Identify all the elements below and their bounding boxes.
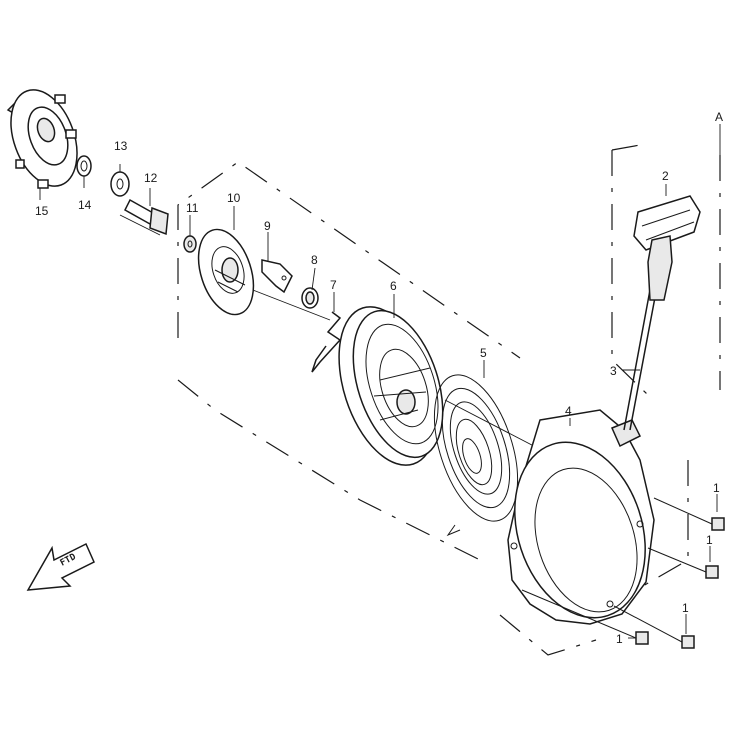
part-1-bolt-d xyxy=(521,589,649,645)
forward-direction-arrow: FTD xyxy=(26,542,95,591)
part-8-spring xyxy=(301,287,319,309)
label-2: 2 xyxy=(662,169,669,183)
part-14-washer xyxy=(76,155,92,177)
part-9-ratchet xyxy=(261,259,293,294)
label-view-a: A xyxy=(715,110,723,124)
part-1-bolt-b xyxy=(647,547,719,579)
part-10-friction-plate xyxy=(197,228,255,316)
label-10: 10 xyxy=(227,191,241,205)
part-6-reel xyxy=(338,306,444,466)
label-7: 7 xyxy=(330,278,337,292)
part-1-bolt-c xyxy=(613,605,695,649)
part-3-rope xyxy=(623,289,657,431)
part-13-washer xyxy=(110,171,130,197)
part-5-spiral-spring xyxy=(433,374,519,537)
subassembly-frame xyxy=(177,161,521,561)
part-15-drive-cup xyxy=(6,89,78,189)
label-1d: 1 xyxy=(616,632,623,646)
label-13: 13 xyxy=(114,139,128,153)
label-12: 12 xyxy=(144,171,158,185)
label-5: 5 xyxy=(480,346,487,360)
label-14: 14 xyxy=(78,198,92,212)
handle-frame xyxy=(611,144,721,591)
label-8: 8 xyxy=(311,253,318,267)
part-7-wire-spring xyxy=(311,311,342,373)
part-4-housing xyxy=(507,409,655,625)
label-11: 11 xyxy=(186,201,199,215)
label-1c: 1 xyxy=(682,601,689,615)
part-2-handle xyxy=(633,195,701,301)
bottom-frame xyxy=(499,614,597,656)
label-1b: 1 xyxy=(706,533,713,547)
label-9: 9 xyxy=(264,219,271,233)
label-4: 4 xyxy=(565,404,572,418)
part-11-nut xyxy=(183,235,197,253)
label-15: 15 xyxy=(35,204,49,218)
leader-lines xyxy=(39,124,721,639)
part-1-bolt-a xyxy=(653,497,725,531)
part-labels: 15 14 13 12 11 10 9 8 7 6 5 4 3 2 1 1 1 … xyxy=(35,110,723,646)
label-6: 6 xyxy=(390,279,397,293)
part-12-bolt xyxy=(124,198,169,236)
label-1a: 1 xyxy=(713,481,720,495)
label-3: 3 xyxy=(610,364,617,378)
